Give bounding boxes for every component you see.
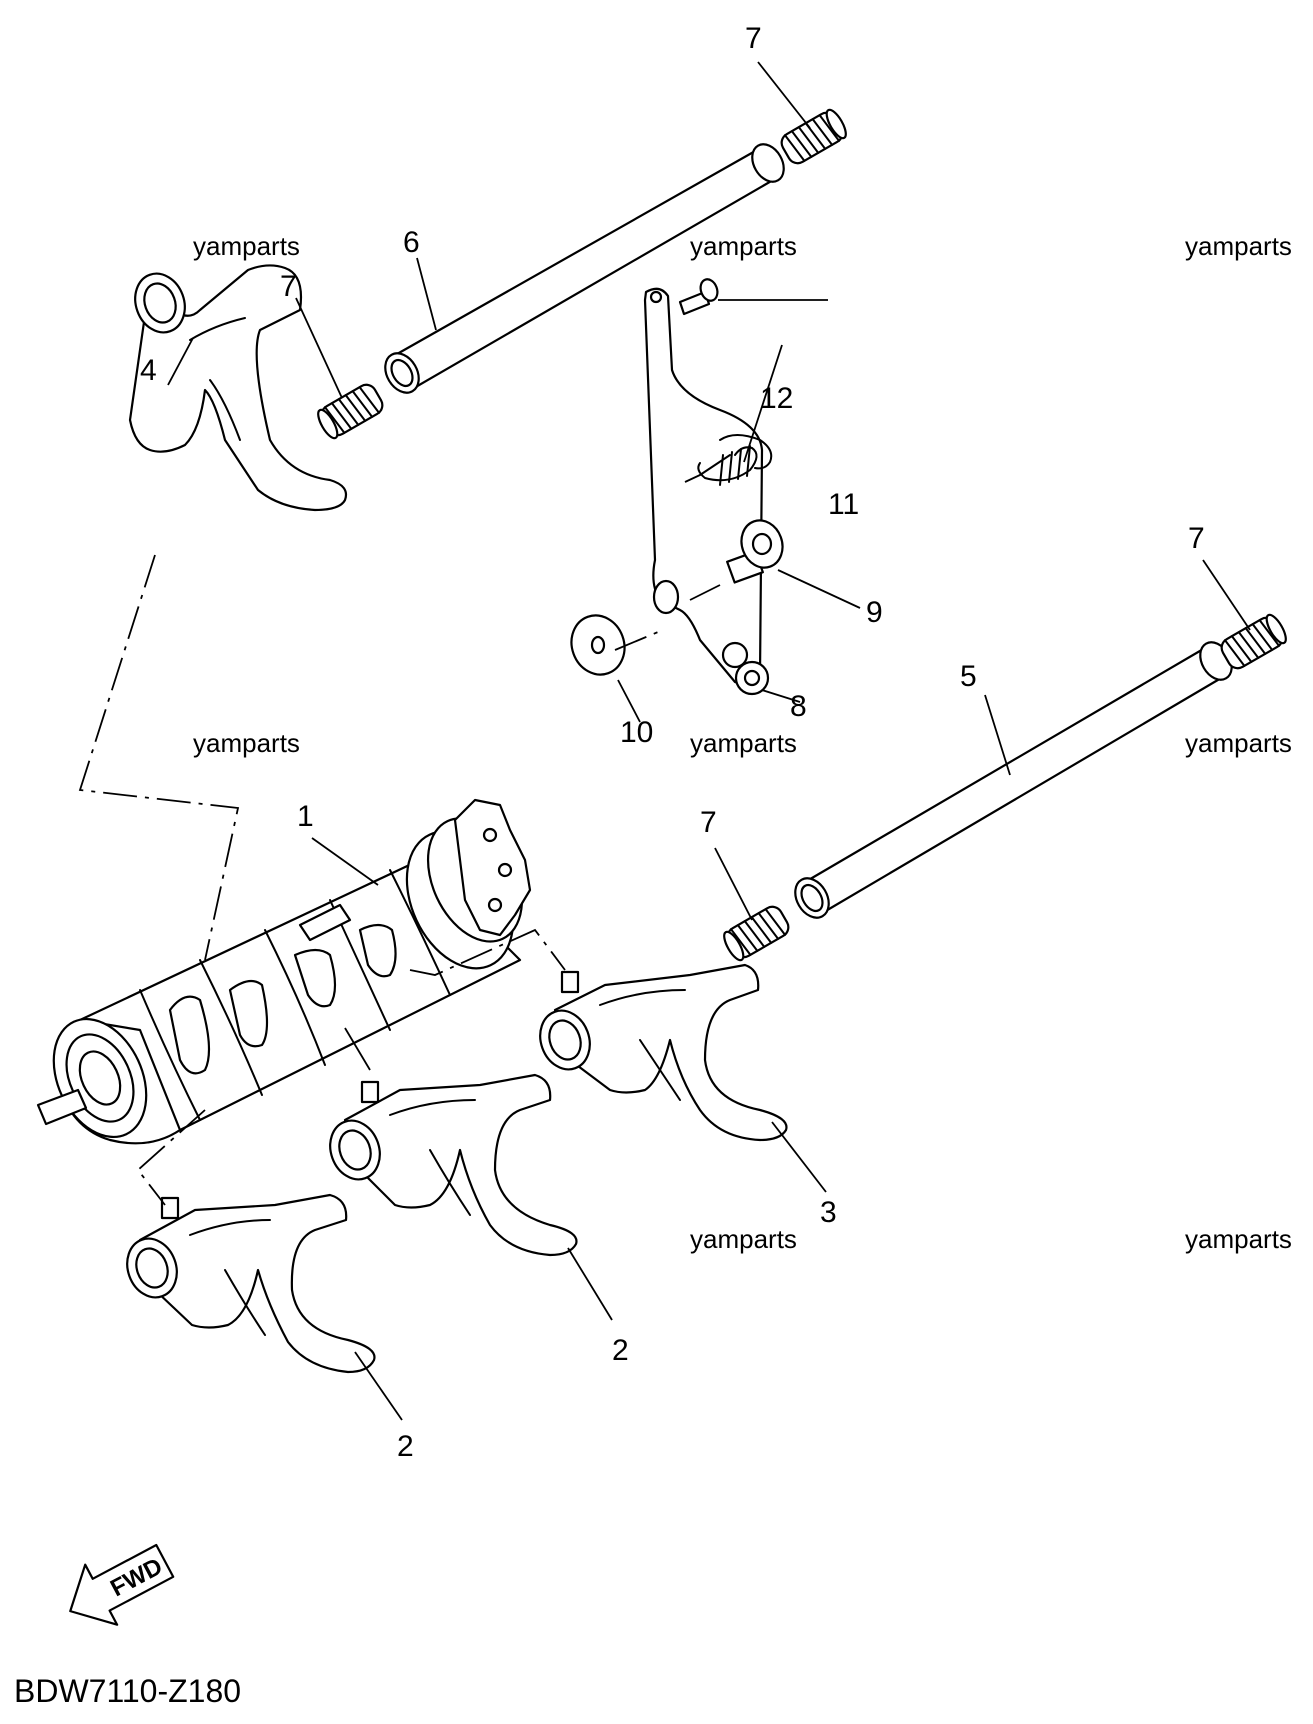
watermark-text: yamparts xyxy=(193,231,300,261)
shift-fork-3 xyxy=(539,963,788,1142)
spring-upper-left xyxy=(317,383,384,440)
watermarks: yamparts yamparts yamparts yamparts yamp… xyxy=(193,231,1292,1254)
guide-bar-lower xyxy=(794,641,1233,919)
callout-fork-c: 3 xyxy=(820,1196,837,1229)
spring-right xyxy=(1220,613,1287,670)
callout-fork-b: 2 xyxy=(397,1430,414,1463)
leader-lines xyxy=(167,61,1251,1421)
callout-torsion-spring: 12 xyxy=(760,382,793,415)
torsion-spring xyxy=(697,434,773,486)
callout-spring-upper-left: 7 xyxy=(280,270,297,303)
shift-fork-4 xyxy=(128,264,348,512)
spring-top xyxy=(780,108,847,165)
bolt xyxy=(726,519,784,584)
watermark-text: yamparts xyxy=(193,728,300,758)
stopper-lever xyxy=(643,287,770,696)
watermark-text: yamparts xyxy=(690,1224,797,1254)
watermark-text: yamparts xyxy=(1185,1224,1292,1254)
forward-arrow: FWD xyxy=(69,1543,175,1626)
callout-shift-cam: 1 xyxy=(297,800,314,833)
watermark-text: yamparts xyxy=(690,231,797,261)
callout-rod-lower: 5 xyxy=(960,660,977,693)
shift-fork-2-middle xyxy=(329,1073,578,1257)
guide-bar-upper xyxy=(384,143,785,394)
callout-fork-a: 2 xyxy=(612,1334,629,1367)
shift-drum xyxy=(36,798,532,1145)
callout-lever: 8 xyxy=(790,690,807,723)
watermark-text: yamparts xyxy=(1185,231,1292,261)
shift-fork-2-lower xyxy=(126,1193,376,1374)
callout-fork-d: 4 xyxy=(140,354,157,387)
callout-washer: 10 xyxy=(620,716,653,749)
pin xyxy=(678,278,719,316)
callout-spring-right: 7 xyxy=(1188,522,1205,555)
callout-rod-upper: 6 xyxy=(403,226,420,259)
callout-bolt: 9 xyxy=(866,596,883,629)
diagram-code: BDW7110-Z180 xyxy=(14,1673,241,1709)
washer xyxy=(570,614,626,676)
callouts: 7 7 6 4 12 11 9 10 8 7 5 7 1 3 2 2 xyxy=(140,22,1205,1463)
watermark-text: yamparts xyxy=(690,728,797,758)
callout-pin: 11 xyxy=(828,488,859,521)
alignment-lines xyxy=(78,474,721,1206)
spring-middle xyxy=(723,905,790,962)
callout-spring-top: 7 xyxy=(745,22,762,55)
watermark-text: yamparts xyxy=(1185,728,1292,758)
callout-spring-middle: 7 xyxy=(700,806,717,839)
